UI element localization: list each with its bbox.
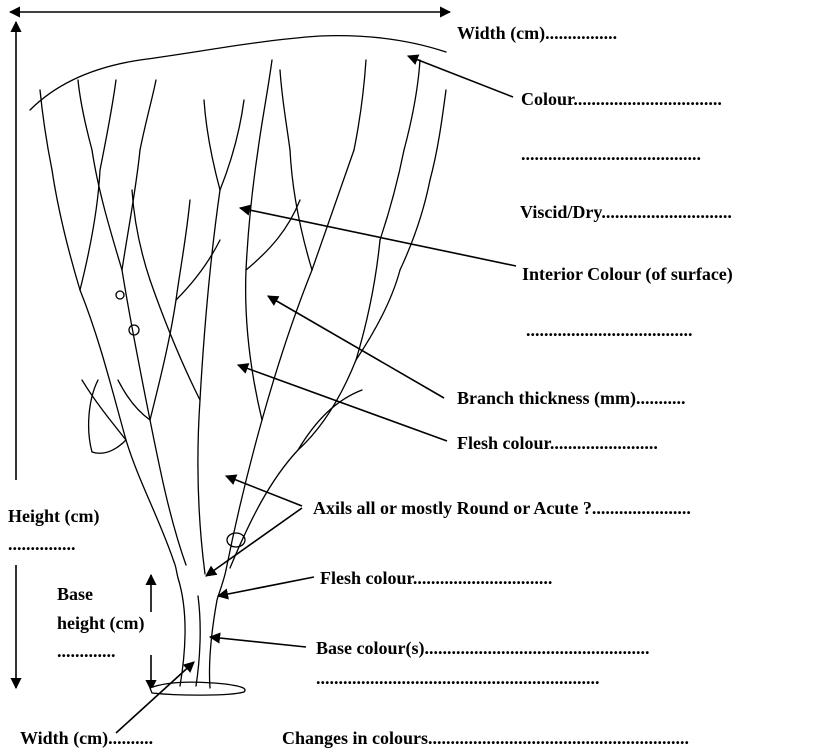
colour-label: Colour.................................	[521, 88, 722, 110]
interior-colour-continuation-line: .....................................	[526, 319, 693, 341]
axils-label: Axils all or mostly Round or Acute ?....…	[313, 497, 691, 519]
viscid-dry-label: Viscid/Dry.............................	[520, 201, 732, 223]
bottom-width-label: Width (cm)..........	[20, 727, 153, 749]
height-label: Height (cm)	[8, 505, 99, 527]
branch-knob-small-2	[116, 291, 124, 299]
base-height-dots: .............	[57, 640, 116, 662]
flesh-colour-upper-label: Flesh colour........................	[457, 432, 658, 454]
flesh-colour-lower-label: Flesh colour............................…	[320, 567, 552, 589]
changes-in-colours-label: Changes in colours......................…	[282, 727, 689, 749]
base-height-label-line2: height (cm)	[57, 612, 144, 634]
branch-knob-small	[129, 325, 139, 335]
leader-lines	[116, 56, 516, 733]
colour-continuation-line: ........................................	[521, 143, 701, 165]
top-width-label: Width (cm)................	[457, 22, 617, 44]
branch-thickness-label: Branch thickness (mm)...........	[457, 387, 686, 409]
interior-colour-label: Interior Colour (of surface)	[522, 263, 733, 285]
base-colours-label: Base colour(s)..........................…	[316, 637, 649, 659]
height-dots: ...............	[8, 533, 76, 555]
base-colours-continuation-line: ........................................…	[316, 667, 600, 689]
base-height-label-line1: Base	[57, 583, 93, 605]
